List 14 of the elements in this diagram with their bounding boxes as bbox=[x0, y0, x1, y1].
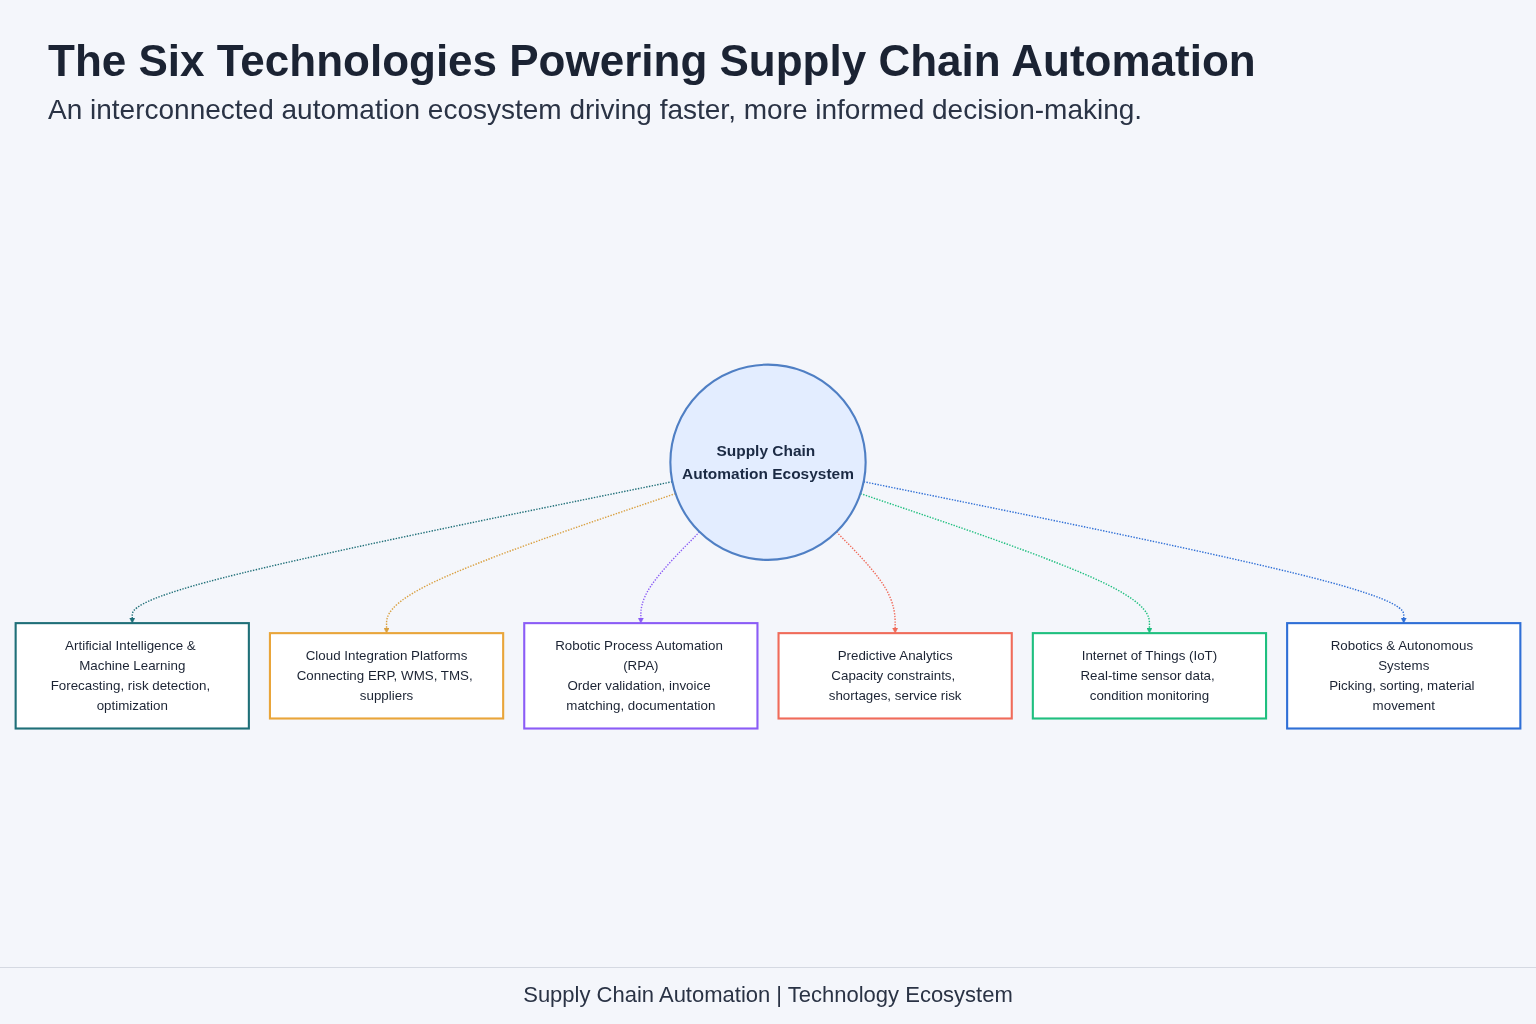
node-box: Artificial Intelligence & Machine Learning Forecasting, risk detection, optimization bbox=[14, 622, 250, 730]
arrow bbox=[835, 531, 899, 634]
arrow bbox=[863, 480, 1407, 624]
node-circle: Supply Chain Automation Ecosystem bbox=[669, 363, 867, 561]
arrow bbox=[637, 531, 701, 624]
node-box: Robotics & Autonomous Systems Picking, sorting, material movement bbox=[1286, 622, 1522, 730]
node-box: Predictive Analytics Capacity constraints, shortages, service risk bbox=[777, 632, 1013, 720]
node-box: Cloud Integration Platforms Connecting ERP, WMS, TMS, suppliers bbox=[268, 632, 505, 720]
footer-caption: Supply Chain Automation | Technology Ecosystem bbox=[523, 982, 1013, 1008]
node-box: Robotic Process Automation (RPA) Order validation, invoice matching, documentation bbox=[523, 622, 759, 730]
subtitle: An interconnected automation ecosystem driving faster, more informed decision-making. bbox=[48, 94, 1144, 126]
diagram-title: The Six Technologies Powering Supply Chain Automation bbox=[48, 36, 1257, 86]
node-box: Internet of Things (IoT) Real-time sensor data, condition monitoring bbox=[1031, 632, 1268, 720]
arrow bbox=[129, 480, 673, 624]
